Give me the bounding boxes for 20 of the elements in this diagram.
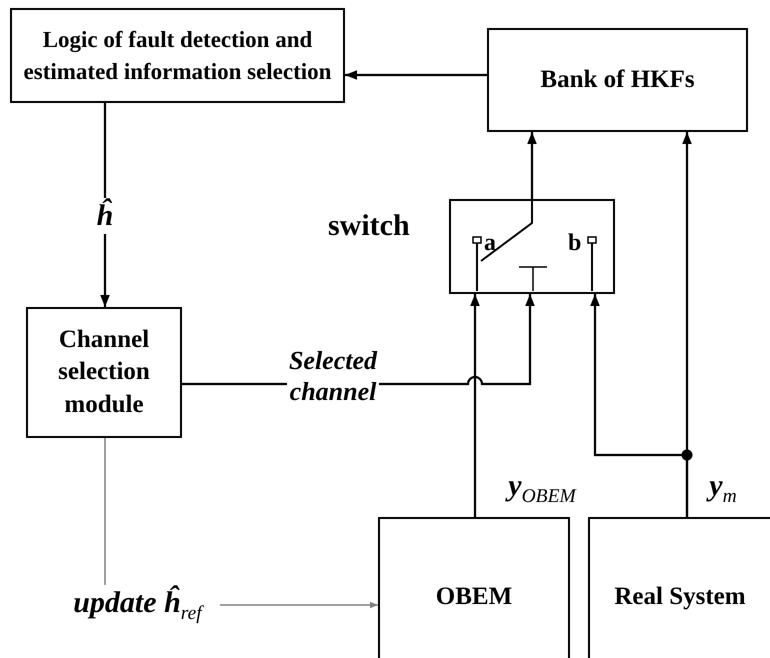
process-box xyxy=(588,517,770,658)
process-box xyxy=(26,307,182,438)
arrow xyxy=(470,294,480,517)
arrow xyxy=(345,70,487,80)
box-label: Real System xyxy=(614,582,746,612)
box-label: OBEM xyxy=(436,582,512,612)
contact-label: a xyxy=(484,229,496,258)
box-label: Channel selection module xyxy=(57,324,151,420)
edge-label: y$_{OBEM}$ xyxy=(497,468,587,508)
arrow xyxy=(527,132,537,199)
switch-box xyxy=(449,199,615,294)
arrow xyxy=(590,294,688,517)
box-label: Logic of fault detection and estimated information selection xyxy=(22,26,332,86)
process-box xyxy=(378,517,570,658)
edge-label: y$_{m}$ xyxy=(698,468,748,508)
switch-label: switch xyxy=(328,208,410,244)
process-box xyxy=(10,8,345,103)
process-box xyxy=(487,28,748,132)
contact-label: b xyxy=(568,229,582,258)
box-label: Bank of HKFs xyxy=(540,64,695,95)
